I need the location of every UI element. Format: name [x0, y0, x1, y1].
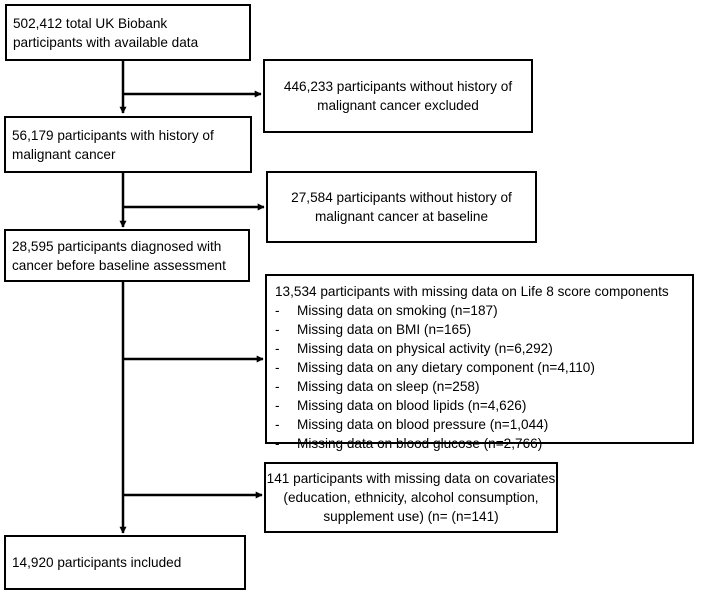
list-item: -Missing data on physical activity (n=6,…	[275, 341, 553, 356]
exclusion-2-line-2: malignant cancer at baseline	[314, 209, 489, 224]
missing-blood-pressure: Missing data on blood pressure (n=1,044)	[297, 417, 549, 432]
missing-blood-lipids: Missing data on blood lipids (n=4,626)	[297, 398, 527, 413]
list-item: -Missing data on BMI (n=165)	[275, 322, 472, 337]
list-item: -Missing data on blood pressure (n=1,044…	[275, 417, 549, 432]
flow-box-final-included: 14,920 participants included	[4, 535, 246, 590]
missing-smoking: Missing data on smoking (n=187)	[297, 303, 498, 318]
flow-box-baseline-line-2: cancer before baseline assessment	[12, 257, 226, 273]
flow-box-cancer-history-line-1: 56,179 participants with history of	[12, 127, 214, 143]
exclusion-2-line-1: 27,584 participants without history of	[291, 190, 512, 205]
flow-box-final-text: 14,920 participants included	[12, 555, 182, 570]
list-item: -Missing data on blood glucose (n=2,766)	[275, 436, 543, 451]
exclusion-1-line-1: 446,233 participants without history of	[283, 79, 513, 94]
flow-box-total-line-2: participants with available data	[13, 34, 199, 50]
missing-bmi: Missing data on BMI (n=165)	[297, 322, 472, 337]
flow-box-total-line-1: 502,412 total UK Biobank	[13, 15, 168, 31]
exclusion-1-line-2: malignant cancer excluded	[317, 98, 479, 113]
missing-sleep: Missing data on sleep (n=258)	[297, 379, 480, 394]
exclusion-box-missing-covariates: 141 participants with missing data on co…	[264, 462, 558, 533]
flow-box-cancer-before-baseline: 28,595 participants diagnosed with cance…	[4, 229, 250, 282]
flow-box-total-participants: 502,412 total UK Biobank participants wi…	[5, 4, 251, 61]
flow-box-cancer-history: 56,179 participants with history of mali…	[4, 116, 252, 173]
exclusion-box-no-cancer-history: 446,233 participants without history of …	[263, 59, 533, 133]
exclusion-4-line-1: 141 participants with missing data on co…	[266, 471, 556, 486]
exclusion-box-missing-life8: 13,534 participants with missing data on…	[265, 274, 694, 451]
missing-blood-glucose: Missing data on blood glucose (n=2,766)	[297, 436, 543, 451]
exclusion-box-no-cancer-at-baseline: 27,584 participants without history of m…	[266, 171, 537, 243]
exclusion-4-line-3: supplement use) (n= (n=141)	[323, 509, 499, 524]
missing-physical-activity: Missing data on physical activity (n=6,2…	[297, 341, 553, 356]
list-item: -Missing data on sleep (n=258)	[275, 379, 480, 394]
flow-box-baseline-line-1: 28,595 participants diagnosed with	[12, 238, 222, 254]
list-item: -Missing data on any dietary component (…	[275, 360, 595, 375]
list-item: -Missing data on smoking (n=187)	[275, 303, 498, 318]
flow-box-cancer-history-line-2: malignant cancer	[12, 146, 116, 162]
list-item: -Missing data on blood lipids (n=4,626)	[275, 398, 527, 413]
exclusion-3-title: 13,534 participants with missing data on…	[275, 284, 669, 299]
missing-dietary: Missing data on any dietary component (n…	[297, 360, 595, 375]
exclusion-4-line-2: (education, ethnicity, alcohol consumpti…	[283, 490, 539, 505]
